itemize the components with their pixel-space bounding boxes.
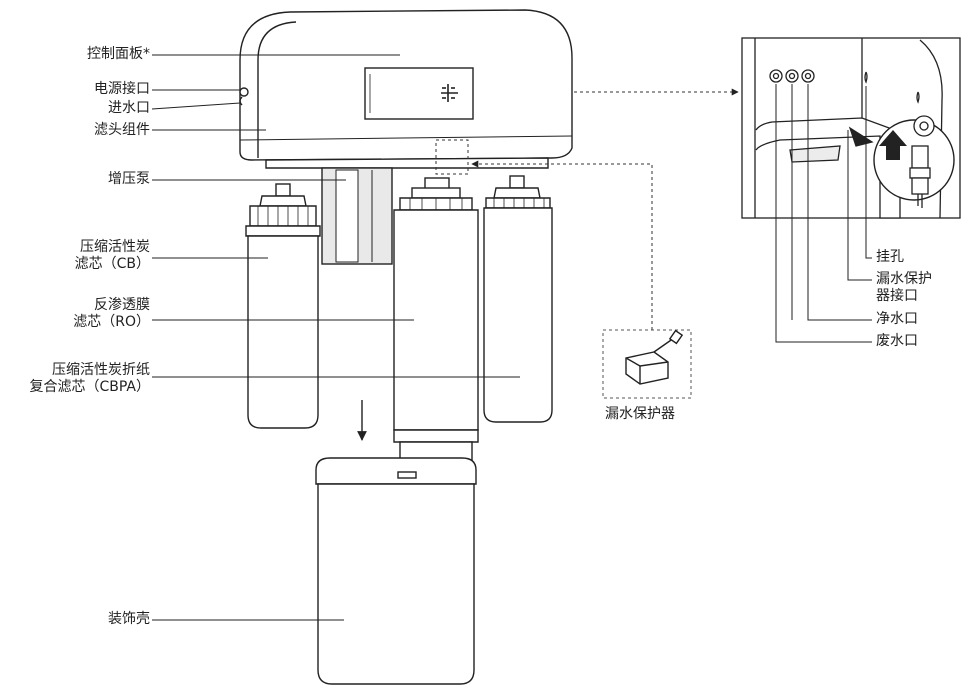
filter-head-unit <box>239 9 573 169</box>
hanging-hole <box>864 71 868 84</box>
label-booster-pump: 增压泵 <box>108 171 150 187</box>
ro-filter-cartridge <box>393 177 479 469</box>
label-leak-port-line1: 漏水保护 <box>876 271 932 287</box>
label-waste-water-outlet: 废水口 <box>876 333 918 349</box>
detail-inset <box>741 37 961 219</box>
label-leak-protector: 漏水保护器 <box>605 406 675 422</box>
label-cb-filter-line2: 滤芯（CB） <box>74 256 150 272</box>
label-filter-head: 滤头组件 <box>94 122 150 138</box>
label-ro-filter-line2: 滤芯（RO） <box>73 314 150 330</box>
label-leak-port: 漏水保护 器接口 <box>876 271 932 305</box>
label-cb-filter: 压缩活性炭 滤芯（CB） <box>75 239 150 273</box>
leak-protector-box <box>602 329 692 399</box>
water-inlet <box>239 96 243 106</box>
water-drop-grid-icon <box>441 84 458 102</box>
booster-pump <box>321 167 393 265</box>
label-water-inlet: 进水口 <box>108 100 150 116</box>
decorative-cover-shell <box>315 457 477 685</box>
label-leak-port-line2: 器接口 <box>876 288 918 304</box>
label-pure-water-outlet: 净水口 <box>876 311 918 327</box>
label-cbpa-filter-line1: 压缩活性炭折纸 <box>52 362 150 378</box>
arrow-up-icon <box>879 130 907 160</box>
label-ro-filter-line1: 反渗透膜 <box>94 297 150 313</box>
label-hanging-hole: 挂孔 <box>876 249 904 265</box>
label-ro-filter: 反渗透膜 滤芯（RO） <box>73 297 150 331</box>
label-control-panel: 控制面板* <box>87 46 150 62</box>
label-power-port: 电源接口 <box>94 81 150 97</box>
label-cb-filter-line1: 压缩活性炭 <box>80 239 150 255</box>
label-cover: 装饰壳 <box>108 611 150 627</box>
cbpa-filter-cartridge <box>483 175 553 423</box>
cb-filter-cartridge <box>245 183 321 429</box>
label-cbpa-filter: 压缩活性炭折纸 复合滤芯（CBPA） <box>29 362 150 396</box>
label-cbpa-filter-line2: 复合滤芯（CBPA） <box>29 379 150 395</box>
power-port <box>239 87 249 97</box>
